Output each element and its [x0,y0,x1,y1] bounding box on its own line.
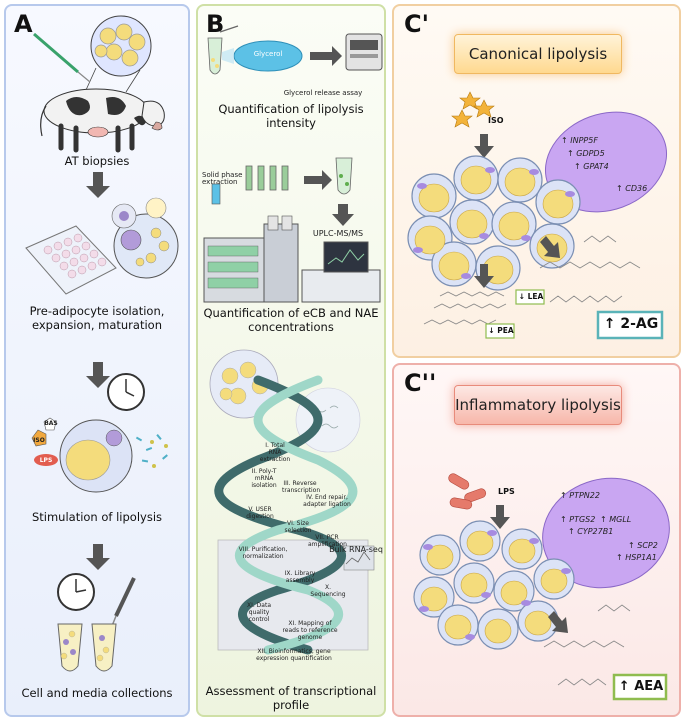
uplc-label: UPLC-MS/MS [312,229,364,238]
spe-label: Solid phase extraction [202,171,243,186]
pea-label: ↓ PEA [488,326,514,335]
lipolysis-quantification-label: Quantification of lipolysis intensity [218,102,364,130]
down-arrow-icon [86,544,110,570]
panel-label-a: A [14,10,33,38]
gene-cyp27b1: ↑ CYP27B1 [568,527,614,536]
rna-step-12: XI. Mapping of reads to reference genome [282,620,338,641]
step-collection: Cell and media collections [21,686,173,700]
stim-bas-label: BAS [44,420,58,427]
cow-biopsy-illustration [33,15,165,153]
cell-culture-illustration [25,197,179,295]
stim-lps-label: LPS [39,457,53,464]
uplc-msms-illustration [203,157,381,303]
rna-step-2: II. Poly-T mRNA isolation [251,468,277,489]
rna-step-8: VIII. Purification, normalization [238,546,288,560]
rna-step-11: XI. Data quality control [246,602,272,623]
ecb-quantification-label: Quantification of eCB and NAE concentrat… [203,306,379,334]
panel-b: B Glycerol Glycerol release assay Quanti… [196,4,386,717]
gene-cd36: ↑ CD36 [616,184,648,193]
rna-step-4: IV. End repair, adapter ligation [303,494,351,508]
rnaseq-workflow-illustration [209,349,375,655]
inflammatory-lipolysis-illustration [413,473,670,701]
lea-label: ↓ LEA [518,292,544,301]
canonical-lipolysis-title: Canonical lipolysis [454,34,622,74]
lps-stimulus-label: LPS [498,487,515,496]
gene-ptgs2: ↑ PTGS2 [560,515,596,524]
rna-step-7: VII. PCR amplification [308,534,347,548]
bulk-rnaseq-label: Bulk RNA-seq [329,545,383,554]
step-preadipocyte: Pre-adipocyte isolation, expansion, matu… [29,304,165,332]
collection-illustration [57,573,136,672]
panel-label-c1: C' [404,10,429,38]
clock-icon [107,373,145,411]
gene-gpat4: ↑ GPAT4 [574,162,609,171]
aea-label: ↑ AEA [618,679,664,694]
panel-a: A AT biopsies [4,4,190,717]
rna-step-10: X. Sequencing [310,584,346,598]
stim-iso-label: ISO [33,437,45,444]
gene-gdpd5: ↑ GDPD5 [567,149,605,158]
gene-scp2: ↑ SCP2 [628,541,658,550]
rna-step-9: IX. Library assembly [284,570,316,584]
glycerol-label: Glycerol [253,50,283,58]
canonical-lipolysis-illustration [407,91,668,340]
glycerol-assay-label: Glycerol release assay [283,89,363,97]
iso-stimulus-label: ISO [488,116,504,125]
panel-c2: C'' Inflammatory lipolysis [392,363,681,717]
rna-step-5: V. USER digestion [246,506,274,520]
gene-mgll: ↑ MGLL [600,515,632,524]
transcriptional-profile-label: Assessment of transcriptional profile [205,684,377,712]
panel-label-c2: C'' [404,369,437,397]
gene-hsp1a1: ↑ HSP1A1 [616,553,657,562]
rna-step-13: XII. Bioinformatics, gene expression qua… [256,648,332,662]
rna-step-6: VI. Size selection [284,520,312,534]
gene-ptpn22: ↑ PTPN22 [560,491,600,500]
glycerol-assay-illustration [207,25,383,75]
step-stimulation: Stimulation of lipolysis [31,510,163,524]
step-at-biopsies: AT biopsies [64,154,130,168]
stimulated-adipocyte-illustration [31,417,168,493]
panel-c1: C' Canonical lipolysis [392,4,681,358]
down-arrow-icon [86,362,110,388]
inflammatory-lipolysis-title: Inflammatory lipolysis [454,385,622,425]
down-arrow-icon [86,172,110,198]
rna-step-3: III. Reverse transcription [282,480,321,494]
2ag-label: ↑ 2-AG [603,316,659,332]
panel-label-b: B [206,10,225,38]
rna-step-1: I. Total RNA extraction [259,442,291,463]
gene-inpp5f: ↑ INPP5F [561,136,598,145]
